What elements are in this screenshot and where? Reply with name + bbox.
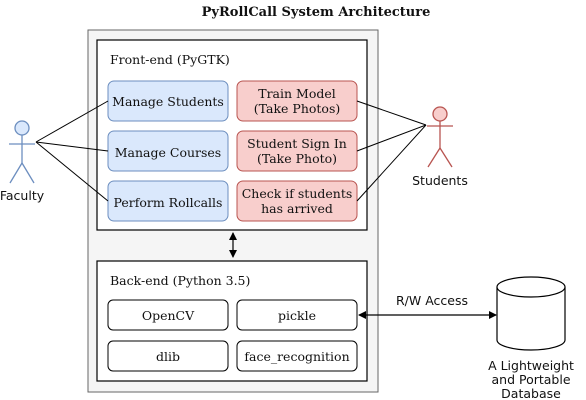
check-arrival-line1: Check if students: [242, 186, 353, 201]
train-model-line1: Train Model: [258, 86, 336, 101]
faculty-connectors: [35, 100, 109, 202]
backend-label: Back-end (Python 3.5): [110, 273, 250, 288]
frontend-label: Front-end (PyGTK): [110, 52, 230, 67]
perform-rollcalls-label: Perform Rollcalls: [114, 195, 223, 210]
student-sign-in-box: Student Sign In (Take Photo): [236, 130, 358, 172]
opencv-box: OpenCV: [107, 299, 229, 331]
students-label: Students: [412, 173, 468, 188]
database-line3: Database: [501, 386, 561, 400]
check-arrival-line2: has arrived: [261, 201, 333, 216]
manage-students-box: Manage Students: [107, 80, 229, 122]
pickle-label: pickle: [278, 308, 316, 323]
pickle-box: pickle: [236, 299, 358, 331]
faculty-actor-icon: [9, 120, 35, 184]
students-actor-icon: [427, 106, 453, 168]
dlib-box: dlib: [107, 340, 229, 372]
opencv-label: OpenCV: [142, 308, 195, 323]
manage-students-label: Manage Students: [112, 94, 224, 109]
face-recognition-label: face_recognition: [244, 349, 349, 364]
faculty-label: Faculty: [0, 188, 45, 203]
database-icon: [496, 276, 566, 351]
rw-access-label: R/W Access: [396, 293, 468, 308]
manage-courses-label: Manage Courses: [115, 145, 221, 160]
student-sign-in-line1: Student Sign In: [247, 136, 347, 151]
database-line1: A Lightweight: [488, 358, 574, 373]
database-line2: and Portable: [491, 372, 570, 387]
check-arrival-box: Check if students has arrived: [236, 180, 358, 222]
diagram-title: PyRollCall System Architecture: [202, 5, 431, 20]
dlib-label: dlib: [156, 349, 180, 364]
train-model-box: Train Model (Take Photos): [236, 80, 358, 122]
student-sign-in-line2: (Take Photo): [257, 151, 337, 166]
perform-rollcalls-box: Perform Rollcalls: [107, 180, 229, 222]
train-model-line2: (Take Photos): [254, 101, 340, 116]
face-recognition-box: face_recognition: [236, 340, 358, 372]
students-connectors: [356, 100, 427, 202]
manage-courses-box: Manage Courses: [107, 130, 229, 172]
